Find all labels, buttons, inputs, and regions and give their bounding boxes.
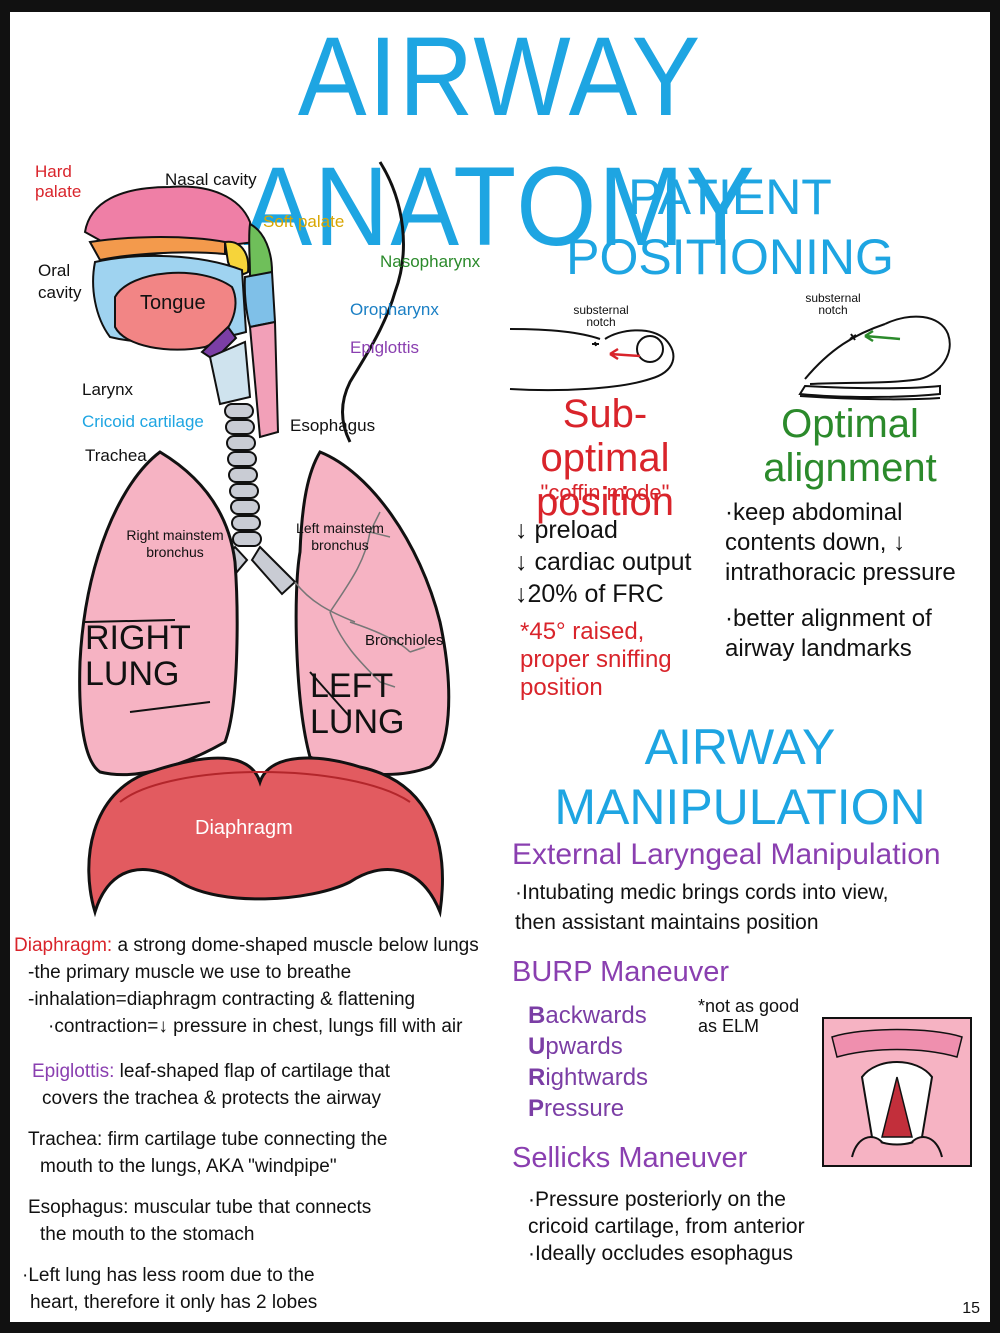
label-hard-palate: Hard palate — [35, 162, 82, 201]
suboptimal-point: ↓ cardiac output — [515, 548, 692, 576]
oropharynx-shape — [243, 270, 277, 329]
suboptimal-head-sketch — [509, 328, 675, 392]
page-title: AIRWAY ANATOMY — [243, 14, 757, 269]
optimal-points: ·keep abdominal contents down, ↓ intrath… — [725, 498, 985, 664]
positioning-illustrations — [509, 315, 951, 401]
page-number: 15 — [962, 1300, 980, 1317]
optimal-head-sketch — [798, 315, 951, 401]
label-oral-cavity: Oral cavity — [38, 261, 82, 302]
burp-item: Backwards — [528, 1002, 647, 1029]
tongue-shape — [114, 271, 237, 351]
label-oropharynx: Oropharynx — [350, 300, 439, 319]
note-epiglottis: Epiglottis: leaf-shaped flap of cartilag… — [32, 1061, 391, 1109]
label-trachea: Trachea — [85, 446, 147, 465]
esophagus-shape — [248, 320, 280, 439]
vocal-cords-illustration — [822, 1017, 972, 1167]
note-left-lung: ·Left lung has less room due to the hear… — [22, 1265, 318, 1313]
notch-label-suboptimal: substernal notch — [573, 303, 629, 329]
label-esophagus: Esophagus — [290, 416, 376, 435]
burp-note: *not as good as ELM — [698, 996, 800, 1036]
burp-item: Pressure — [528, 1095, 625, 1122]
sellicks-point: ·Pressure posteriorly on the cricoid car… — [528, 1188, 805, 1238]
burp-list: Backwards Upwards Rightwards Pressure — [528, 1000, 678, 1124]
head-outline — [341, 161, 405, 443]
elm-text: ·Intubating medic brings cords into view… — [515, 881, 889, 934]
burp-heading: BURP Maneuver — [512, 956, 730, 988]
note-esophagus: Esophagus: muscular tube that connects t… — [28, 1197, 372, 1245]
diaphragm-shape — [87, 756, 444, 918]
label-tongue: Tongue — [140, 292, 206, 314]
right-lung-shape — [78, 450, 239, 777]
infographic-page: AIRWAY ANATOMY — [10, 12, 990, 1322]
optimal-point: ·keep abdominal contents down, ↓ intrath… — [725, 499, 956, 586]
label-left-mainstem-bronchus: Left mainstem bronchus — [296, 520, 384, 553]
note-diaphragm: Diaphragm: a strong dome-shaped muscle b… — [14, 935, 479, 1037]
positioning-heading: PATIENT POSITIONING — [566, 169, 894, 285]
label-left-lung: LEFT LUNG — [310, 667, 405, 741]
suboptimal-heading: Sub-optimal position — [536, 392, 674, 524]
optimal-point: ·better alignment of airway landmarks — [725, 605, 932, 662]
sellicks-point: ·Ideally occludes esophagus — [528, 1242, 794, 1265]
larynx-shape — [208, 340, 252, 406]
label-nasopharynx: Nasopharynx — [380, 252, 481, 271]
suboptimal-point: ↓ preload — [515, 516, 618, 544]
label-right-lung: RIGHT LUNG — [85, 619, 191, 693]
label-diaphragm: Diaphragm — [195, 817, 293, 839]
label-soft-palate: Soft palate — [263, 212, 345, 231]
burp-item: Rightwards — [528, 1064, 649, 1091]
label-nasal-cavity: Nasal cavity — [165, 170, 257, 189]
suboptimal-tip: *45° raised, proper sniffing position — [520, 618, 672, 701]
burp-item: Upwards — [528, 1033, 623, 1060]
suboptimal-points: ↓ preload ↓ cardiac output ↓20% of FRC — [515, 514, 715, 610]
optimal-heading: Optimal alignment — [763, 402, 937, 490]
notch-label-optimal: substernal notch — [805, 291, 861, 317]
suboptimal-subtitle: "coffin mode" — [540, 480, 670, 505]
elm-heading: External Laryngeal Manipulation — [512, 838, 941, 871]
suboptimal-point: ↓20% of FRC — [515, 580, 664, 608]
label-cricoid-cartilage: Cricoid cartilage — [82, 412, 204, 431]
hard-palate-shape — [88, 236, 226, 262]
label-epiglottis: Epiglottis — [350, 338, 419, 357]
notes-section: Diaphragm: a strong dome-shaped muscle b… — [14, 932, 509, 1316]
label-bronchioles: Bronchioles — [365, 632, 444, 649]
manipulation-heading: AIRWAY MANIPULATION — [554, 719, 926, 835]
label-right-mainstem-bronchus: Right mainstem bronchus — [126, 527, 224, 560]
sellicks-points: ·Pressure posteriorly on the cricoid car… — [528, 1186, 828, 1267]
label-larynx: Larynx — [82, 380, 134, 399]
airway-anatomy-diagram — [78, 161, 451, 918]
bronchioles-shape — [294, 511, 426, 688]
note-trachea: Trachea: firm cartilage tube connecting … — [28, 1129, 388, 1177]
sellicks-heading: Sellicks Maneuver — [512, 1142, 748, 1174]
